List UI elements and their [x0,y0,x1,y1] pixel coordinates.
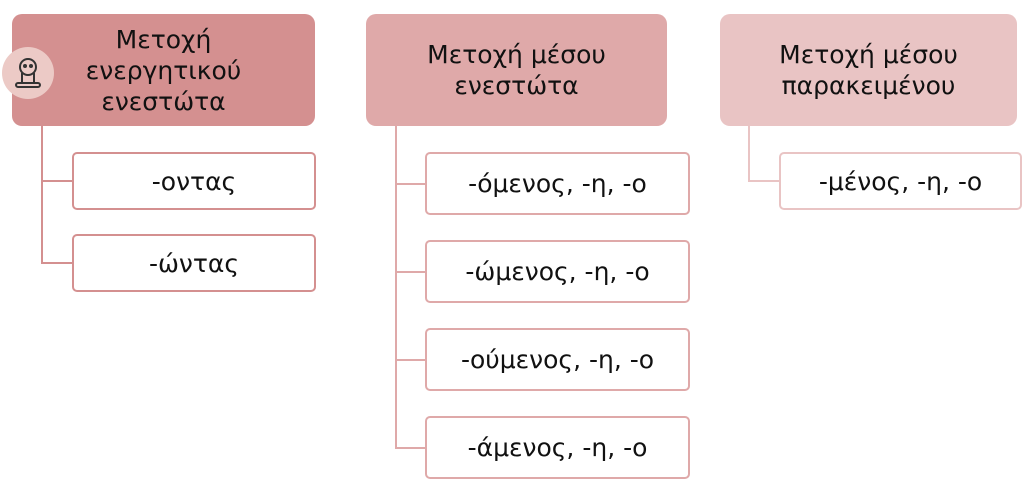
connector-line [395,447,426,449]
connector-line [41,262,72,264]
connector-line [395,126,397,448]
heading-line: Μετοχή [115,24,212,54]
connector-line [41,126,43,264]
heading-line: ενεστώτα [101,86,226,116]
ending-box: -ούμενος, -η, -ο [425,328,690,391]
connector-line [395,359,426,361]
ending-box: -όμενος, -η, -ο [425,152,690,215]
connector-line [395,183,426,185]
heading-line: Μετοχή μέσου [427,40,606,69]
ending-box: -οντας [72,152,316,210]
heading-line: ενεστώτα [454,71,579,100]
ending-box: -ώντας [72,234,316,292]
ending-box: -μένος, -η, -ο [779,152,1022,210]
ending-box: -άμενος, -η, -ο [425,416,690,479]
heading-line: Μετοχή μέσου [779,40,958,69]
connector-line [395,271,426,273]
connector-line [748,180,779,182]
owl-logo-icon [2,47,54,99]
heading-line: παρακειμένου [781,71,956,100]
ending-box: -ώμενος, -η, -ο [425,240,690,303]
connector-line [41,180,72,182]
heading-line: ενεργητικού [85,55,242,85]
connector-line [748,126,750,182]
